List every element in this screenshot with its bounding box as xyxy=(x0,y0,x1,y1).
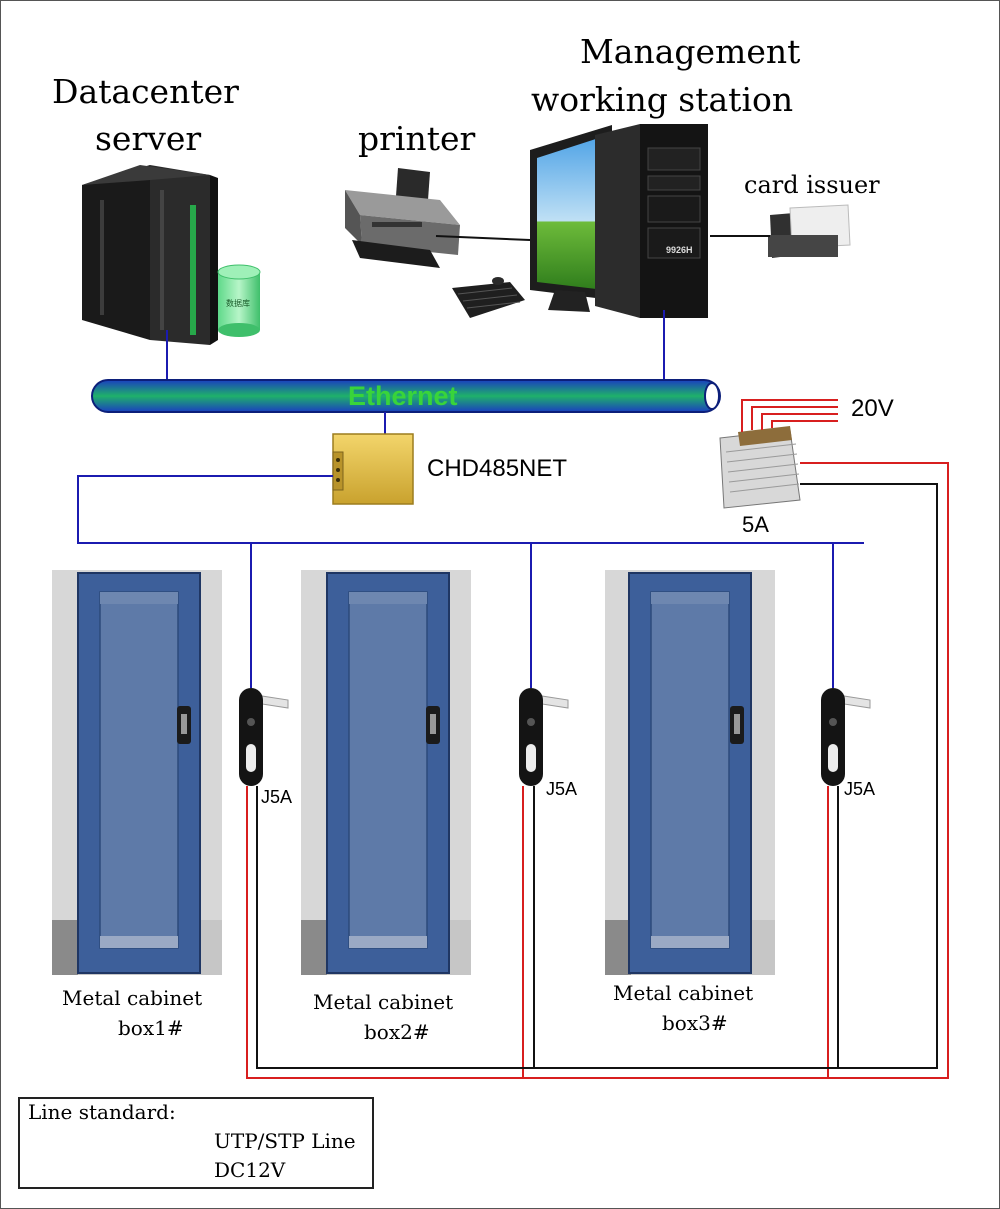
cabinet-3-box: box3# xyxy=(662,1011,728,1035)
management-title: Management xyxy=(580,32,801,71)
voltage-20v-label: 20V xyxy=(851,395,894,422)
printer-cable xyxy=(435,235,531,241)
cabinet-1-box: box1# xyxy=(118,1016,184,1040)
utp-bus-lines xyxy=(77,475,864,688)
cabinet-2-box: box2# xyxy=(364,1020,430,1044)
pc-tower-icon xyxy=(595,124,708,318)
metal-cabinet-3 xyxy=(605,570,775,975)
monitor-icon xyxy=(530,125,612,312)
metal-cabinet-1 xyxy=(52,570,222,975)
ethernet-bus xyxy=(91,379,721,413)
chd485net-device-icon xyxy=(332,433,414,505)
printer-icon xyxy=(345,168,460,268)
j5a-lock-1-icon xyxy=(239,688,289,786)
legend-utp-label: UTP/STP Line xyxy=(214,1129,356,1153)
card-issuer-label: card issuer xyxy=(744,171,880,199)
printer-title: printer xyxy=(358,119,476,158)
keyboard-icon xyxy=(452,277,525,318)
j5a-label-2: J5A xyxy=(546,779,578,799)
cabinet-3-label: Metal cabinet xyxy=(613,981,754,1005)
power-supply-icon xyxy=(719,426,801,509)
pc-brand-label: 9926H xyxy=(666,245,693,255)
current-5a-label: 5A xyxy=(742,512,769,537)
chd485net-label: CHD485NET xyxy=(427,455,568,482)
ethernet-label: Ethernet xyxy=(348,381,458,411)
legend-dc-label: DC12V xyxy=(214,1158,286,1182)
working-station-title: working station xyxy=(531,80,794,119)
dc12v-lines xyxy=(246,462,949,1079)
server-title: server xyxy=(95,119,202,158)
storage-label: 数据库 xyxy=(226,299,250,308)
j5a-lock-2-icon xyxy=(519,688,569,786)
legend-title: Line standard: xyxy=(28,1100,176,1124)
card-issuer-icon xyxy=(768,204,851,258)
database-storage-icon xyxy=(217,264,261,337)
j5a-label-3: J5A xyxy=(844,779,876,799)
datacenter-server-icon xyxy=(82,165,218,345)
datacenter-title: Datacenter xyxy=(52,72,239,111)
metal-cabinet-2 xyxy=(301,570,471,975)
j5a-lock-3-icon xyxy=(821,688,871,786)
input-20v-leads xyxy=(741,399,838,432)
legend xyxy=(18,1097,374,1189)
j5a-label-1: J5A xyxy=(261,787,293,807)
cabinet-1-label: Metal cabinet xyxy=(62,986,203,1010)
cabinet-2-label: Metal cabinet xyxy=(313,990,454,1014)
